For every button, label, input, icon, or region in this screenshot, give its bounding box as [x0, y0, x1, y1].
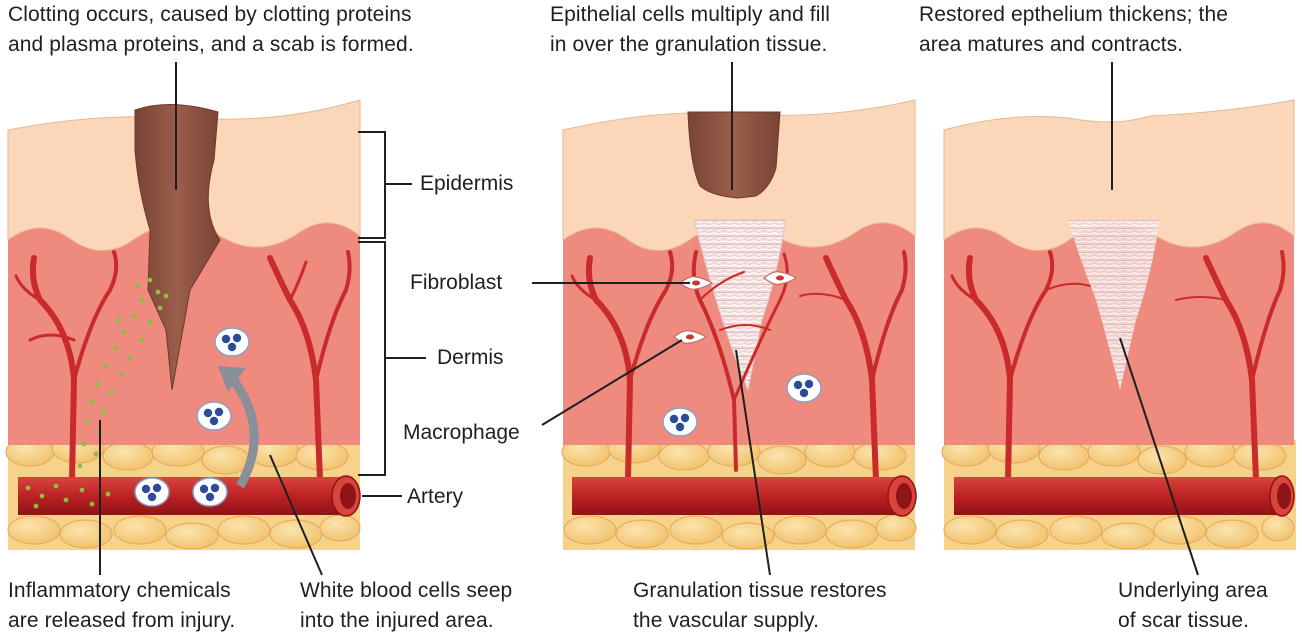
caption-inflammatory: Inflammatory chemicals are released from… [8, 576, 235, 636]
artery [954, 475, 1295, 517]
caption-restored: Restored epthelium thickens; the area ma… [919, 0, 1228, 60]
migration-arrowhead [218, 366, 246, 392]
caption-line: and plasma proteins, and a scab is forme… [8, 33, 414, 56]
white-blood-cell [214, 327, 250, 357]
scab [134, 104, 221, 391]
caption-line: Underlying area [1118, 579, 1268, 602]
label-artery: Artery [407, 485, 464, 508]
caption-clotting: Clotting occurs, caused by clotting prot… [8, 0, 414, 60]
caption-epithelial: Epithelial cells multiply and fill in ov… [550, 0, 830, 60]
capillaries [950, 250, 1286, 483]
panel-2-granulation [561, 99, 917, 550]
panel-1-injury [5, 99, 426, 550]
caption-granulation: Granulation tissue restores the vascular… [633, 576, 887, 636]
caption-line: Epithelial cells multiply and fill [550, 3, 831, 26]
capillaries [14, 250, 352, 483]
caption-line: White blood cells seep [300, 579, 513, 602]
caption-line: area matures and contracts. [919, 33, 1184, 56]
inflammatory-chemicals [77, 277, 169, 469]
migration-arrow [228, 375, 259, 489]
leader-lines [99, 62, 1199, 576]
caption-line: Restored epthelium thickens; the [919, 3, 1229, 26]
caption-line: Granulation tissue restores [633, 579, 887, 602]
caption-line: Inflammatory chemicals [8, 579, 231, 602]
panel-3-scar [941, 99, 1296, 550]
caption-white-blood-cells: White blood cells seep into the injured … [300, 576, 512, 636]
layer-brackets [358, 131, 426, 497]
capillaries [570, 250, 908, 483]
label-macrophage: Macrophage [403, 421, 520, 444]
white-blood-cell [196, 401, 232, 431]
caption-line: the vascular supply. [633, 609, 820, 632]
scab [687, 111, 781, 199]
caption-line: are released from injury. [8, 609, 236, 632]
white-blood-cell [192, 477, 228, 507]
scar-tissue [1068, 220, 1160, 390]
granulation-tissue [693, 219, 787, 392]
label-dermis: Dermis [437, 346, 504, 369]
caption-scar: Underlying area of scar tissue. [1118, 576, 1268, 636]
caption-line: into the injured area. [300, 609, 494, 632]
epidermis-layer [943, 99, 1295, 251]
white-blood-cell [134, 477, 170, 507]
label-epidermis: Epidermis [420, 172, 514, 195]
artery [18, 475, 361, 517]
white-blood-cell [662, 407, 698, 437]
caption-line: Clotting occurs, caused by clotting prot… [8, 3, 412, 26]
caption-line: in over the granulation tissue. [550, 33, 828, 56]
caption-line: of scar tissue. [1118, 609, 1250, 632]
artery [572, 475, 917, 517]
label-fibroblast: Fibroblast [410, 271, 503, 294]
white-blood-cell [786, 373, 822, 403]
